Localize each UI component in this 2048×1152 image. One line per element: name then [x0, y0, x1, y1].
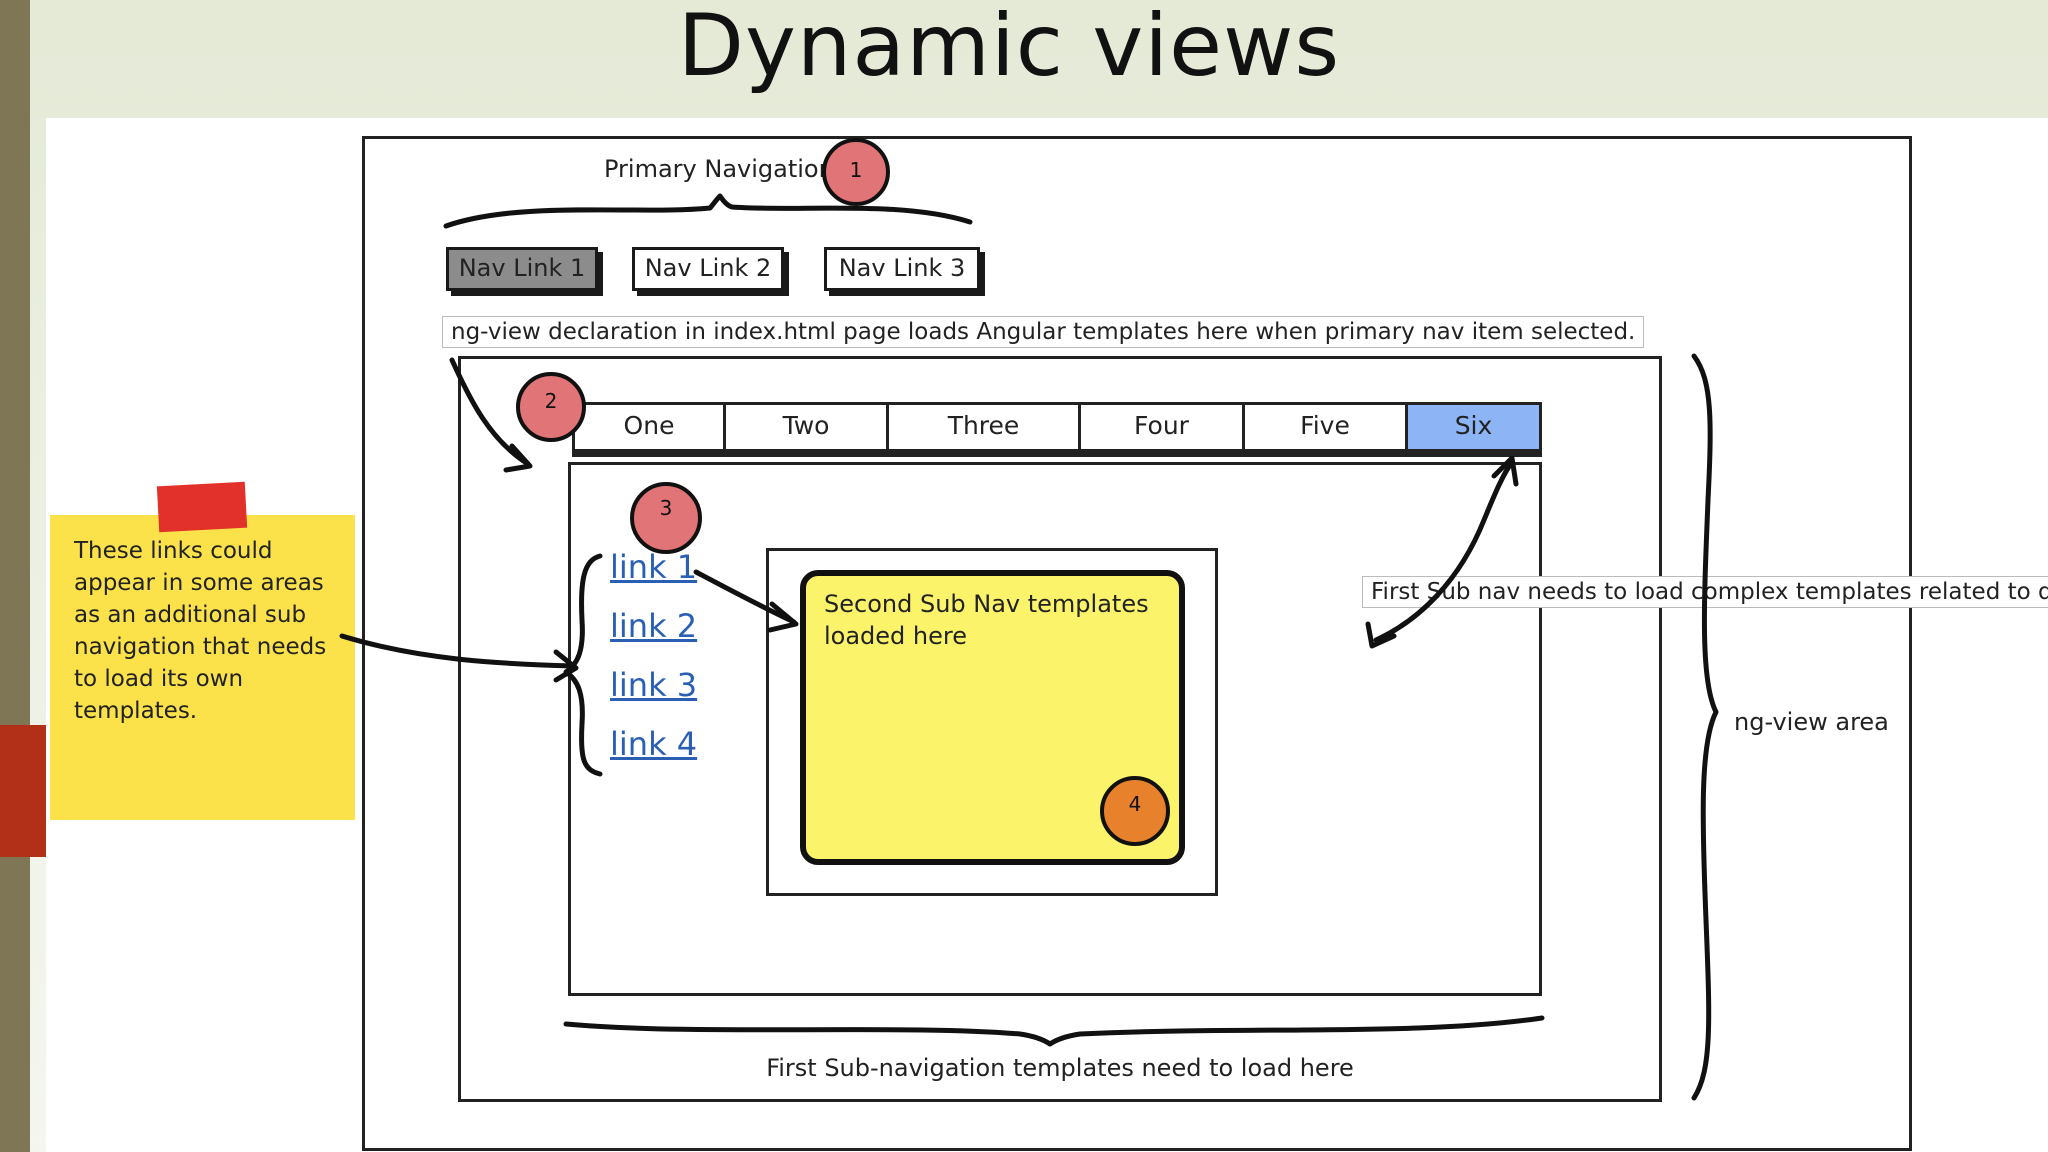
sticky-note: These links could appear in some areas a… [50, 515, 355, 820]
ngview-arrow [449, 357, 531, 467]
first-subnav-bottom-label: First Sub-navigation templates need to l… [766, 1054, 1354, 1082]
second-subnav-text: Second Sub Nav templates loaded here [824, 590, 1149, 650]
nav-link-1-button[interactable]: Nav Link 1 [446, 247, 598, 291]
badge-3: 3 [630, 482, 702, 554]
tab-six[interactable]: Six [1408, 402, 1542, 452]
left-red-accent [0, 725, 46, 857]
second-subnav-frame [766, 548, 1218, 896]
ngview-area-brace [1691, 353, 1719, 1101]
sub-link-2[interactable]: link 2 [610, 607, 698, 645]
ngview-declaration-callout: ng-view declaration in index.html page l… [442, 316, 1645, 348]
nav-link-2-button[interactable]: Nav Link 2 [632, 247, 784, 291]
tab-six-arrow [1373, 459, 1515, 643]
nav-link-3-button[interactable]: Nav Link 3 [824, 247, 980, 291]
slide-title: Dynamic views [677, 0, 1341, 96]
badge-1: 1 [822, 138, 890, 206]
tab-three[interactable]: Three [889, 402, 1081, 452]
link1-arrow [693, 569, 797, 625]
badge-4: 4 [1100, 776, 1170, 846]
tab-two[interactable]: Two [726, 402, 889, 452]
primary-nav-label: Primary Navigation [604, 155, 834, 183]
sticky-arrow [339, 633, 577, 669]
primary-nav-brace [443, 193, 973, 229]
sub-nav-tabs: One Two Three Four Five Six [572, 402, 1542, 452]
tab-five[interactable]: Five [1245, 402, 1408, 452]
tab-one[interactable]: One [572, 402, 726, 452]
sub-link-1[interactable]: link 1 [610, 548, 698, 586]
left-accent-bar [0, 0, 30, 1152]
sticky-note-text: These links could appear in some areas a… [74, 538, 327, 724]
tab-four[interactable]: Four [1081, 402, 1245, 452]
first-subnav-content-box [568, 462, 1542, 996]
ngview-box [458, 356, 1662, 1102]
sub-link-3[interactable]: link 3 [610, 666, 698, 704]
bottom-brace [563, 1015, 1545, 1047]
badge-2: 2 [516, 372, 586, 442]
sub-link-4[interactable]: link 4 [610, 725, 698, 763]
ngview-area-label: ng-view area [1734, 708, 1889, 736]
